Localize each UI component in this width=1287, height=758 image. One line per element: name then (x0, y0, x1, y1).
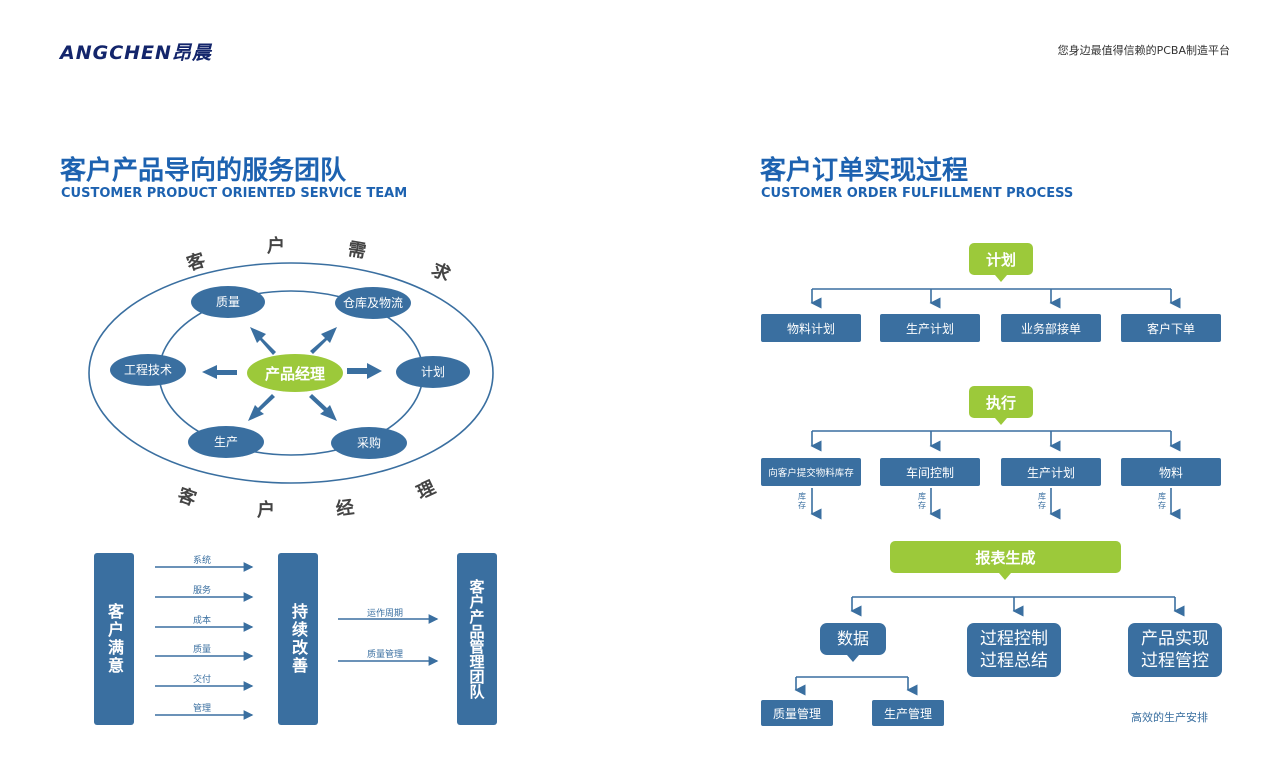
bottom-arc-char: 户 (257, 499, 275, 521)
bar1-label: 交付 (193, 675, 212, 685)
node-purchase-label: 采购 (357, 435, 381, 450)
flow-connectors (794, 275, 1185, 696)
node-plan (396, 356, 470, 388)
process-control-line: 过程控制 (980, 629, 1048, 649)
data-item: 生产管理 (872, 700, 944, 726)
bar1-label: 服务 (193, 586, 212, 596)
bottom-arc-char: 客 (175, 484, 200, 511)
inventory-label: 库存 (1158, 492, 1166, 510)
execute-item: 向客户提交物料库存 (761, 458, 861, 486)
data-item: 质量管理 (761, 700, 833, 726)
execute-item: 物料 (1121, 458, 1221, 486)
arrow-down-right (309, 394, 337, 421)
report-header: 报表生成 (890, 541, 1121, 573)
bottom-arc-char: 理 (414, 477, 439, 504)
arrow-left (202, 365, 237, 379)
left-subtitle: CUSTOMER PRODUCT ORIENTED SERVICE TEAM (61, 186, 408, 201)
node-warehouse-label: 仓库及物流 (343, 295, 403, 310)
node-plan-label: 计划 (421, 365, 445, 379)
bar2-label: 运作周期 (367, 609, 404, 619)
node-purchase (331, 427, 407, 459)
top-arc-char: 户 (267, 235, 285, 257)
bar-product-team: 客户产品管理团队 (457, 553, 497, 725)
plan-item: 物料计划 (761, 314, 861, 342)
product-realization-line: 产品实现 (1141, 629, 1209, 649)
efficient-note: 高效的生产安排 (1131, 711, 1208, 724)
node-quality-label: 质量 (216, 295, 240, 309)
arrow-right (347, 363, 382, 379)
execute-item: 车间控制 (880, 458, 980, 486)
right-title: 客户订单实现过程 (760, 156, 969, 186)
plan-item: 生产计划 (880, 314, 980, 342)
bar-customer-satisfaction: 客户满意 (94, 553, 134, 725)
bar1-label: 成本 (193, 616, 212, 626)
arrow-down-left (248, 394, 275, 421)
logo: ANGCHEN昂晨 (60, 42, 212, 64)
inventory-label: 库存 (798, 492, 806, 510)
team-diagram: 客 户 需 求 客 户 经 理 产品经理 质量 仓库及物流 工程技术 计划 生产… (88, 235, 494, 521)
node-production-label: 生产 (214, 435, 238, 449)
left-title: 客户产品导向的服务团队 (60, 156, 347, 186)
bar2-label: 质量管理 (367, 650, 404, 660)
outer-ellipse (88, 262, 494, 484)
product-realization-box: 产品实现 过程管控 (1128, 623, 1222, 677)
bar-continuous-improvement: 持续改善 (278, 553, 318, 725)
process-control-line: 过程总结 (980, 651, 1048, 671)
node-production (188, 426, 264, 458)
data-box: 数据 (820, 623, 886, 655)
execute-item: 生产计划 (1001, 458, 1101, 486)
center-node (247, 354, 343, 392)
bar1-label: 系统 (193, 556, 212, 566)
node-engineering-label: 工程技术 (124, 362, 172, 377)
top-arc-char: 需 (346, 239, 367, 263)
radial-arrows (202, 327, 382, 421)
arrow-up-left (250, 327, 276, 355)
arrow-up-right (310, 327, 337, 354)
bottom-arc-char: 经 (335, 496, 356, 520)
node-engineering (110, 354, 186, 386)
product-realization-line: 过程管控 (1141, 651, 1209, 671)
inventory-label: 库存 (918, 492, 926, 510)
bar-arrows (155, 562, 439, 720)
node-warehouse (335, 287, 411, 319)
tagline: 您身边最值得信赖的PCBA制造平台 (1057, 44, 1230, 57)
center-node-label: 产品经理 (265, 365, 325, 383)
plan-item: 客户下单 (1121, 314, 1221, 342)
execute-header: 执行 (969, 386, 1033, 418)
process-control-box: 过程控制 过程总结 (967, 623, 1061, 677)
top-arc-char: 客 (184, 248, 209, 275)
plan-item: 业务部接单 (1001, 314, 1101, 342)
node-quality (191, 286, 265, 318)
bar1-label: 质量 (193, 645, 212, 655)
inventory-label: 库存 (1038, 492, 1046, 510)
right-subtitle: CUSTOMER ORDER FULFILLMENT PROCESS (761, 186, 1074, 201)
plan-header: 计划 (969, 243, 1033, 275)
top-arc-char: 求 (428, 258, 455, 286)
bar1-label: 管理 (193, 704, 212, 714)
